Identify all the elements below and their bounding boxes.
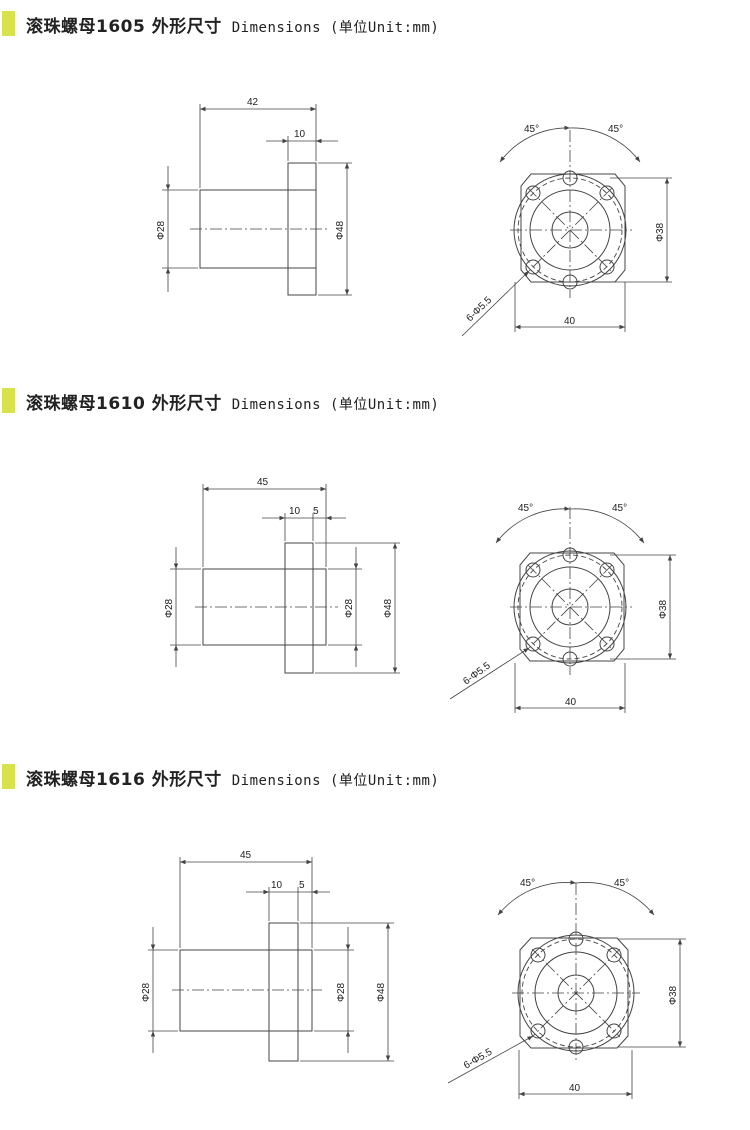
dim-width: 40	[569, 1083, 581, 1094]
dim-body-dia: Φ28	[156, 220, 167, 240]
dim-width: 40	[564, 316, 576, 327]
dim-flange-width: 10	[289, 506, 301, 517]
dim-width: 40	[565, 697, 577, 708]
dim-flange-width: 10	[271, 880, 283, 891]
dim-holes: 6-Φ5.5	[462, 1046, 495, 1071]
dim-bolt-circle: Φ38	[658, 599, 669, 619]
section-title-en: Dimensions (单位Unit:mm)	[231, 397, 440, 413]
side-view: 45 10 5 Φ28 Φ28	[141, 850, 394, 1062]
dim-length: 42	[247, 97, 259, 108]
nut-1605-drawing: 42 10 Φ28 Φ48	[156, 97, 672, 337]
dim-inner-dia: Φ28	[344, 598, 355, 618]
side-view: 42 10 Φ28 Φ48	[156, 97, 352, 296]
accent-bar	[2, 764, 15, 789]
dim-length: 45	[257, 477, 269, 488]
front-view: 45° 45° Φ38 40 6-Φ5.5	[449, 503, 676, 713]
dim-flange-dia: Φ48	[376, 982, 387, 1002]
dim-body-dia: Φ28	[164, 598, 175, 618]
dim-holes: 6-Φ5.5	[461, 660, 493, 687]
dim-bolt-circle: Φ38	[655, 222, 666, 242]
dim-angle-left: 45°	[520, 878, 535, 889]
dim-step-width: 5	[313, 506, 319, 517]
dim-step-width: 5	[299, 880, 305, 891]
section-title-en: Dimensions (单位Unit:mm)	[231, 20, 440, 36]
dim-angle-right: 45°	[612, 503, 627, 514]
dim-inner-dia: Φ28	[336, 982, 347, 1002]
side-view: 45 10 5 Φ28 Φ28	[164, 477, 400, 674]
nut-1610-drawing: 45 10 5 Φ28 Φ28	[164, 477, 676, 713]
dim-angle-left: 45°	[518, 503, 533, 514]
dim-angle-right: 45°	[614, 878, 629, 889]
nut-1616-drawing: 45 10 5 Φ28 Φ28	[141, 850, 686, 1099]
section-title-en: Dimensions (单位Unit:mm)	[231, 773, 440, 789]
dim-body-dia: Φ28	[141, 982, 152, 1002]
dim-length: 45	[240, 850, 252, 861]
dim-flange-dia: Φ48	[335, 220, 346, 240]
front-view: 45° 45° Φ38 40 6-Φ5.5	[447, 878, 686, 1099]
dim-flange-width: 10	[294, 129, 306, 140]
accent-bar	[2, 388, 15, 413]
dim-angle-right: 45°	[608, 124, 623, 135]
dim-flange-dia: Φ48	[383, 598, 394, 618]
front-view: 45° 45° Φ38 40 6-Φ5.5	[461, 124, 672, 337]
dim-bolt-circle: Φ38	[668, 985, 679, 1005]
accent-bar	[2, 11, 15, 36]
dim-angle-left: 45°	[524, 124, 539, 135]
